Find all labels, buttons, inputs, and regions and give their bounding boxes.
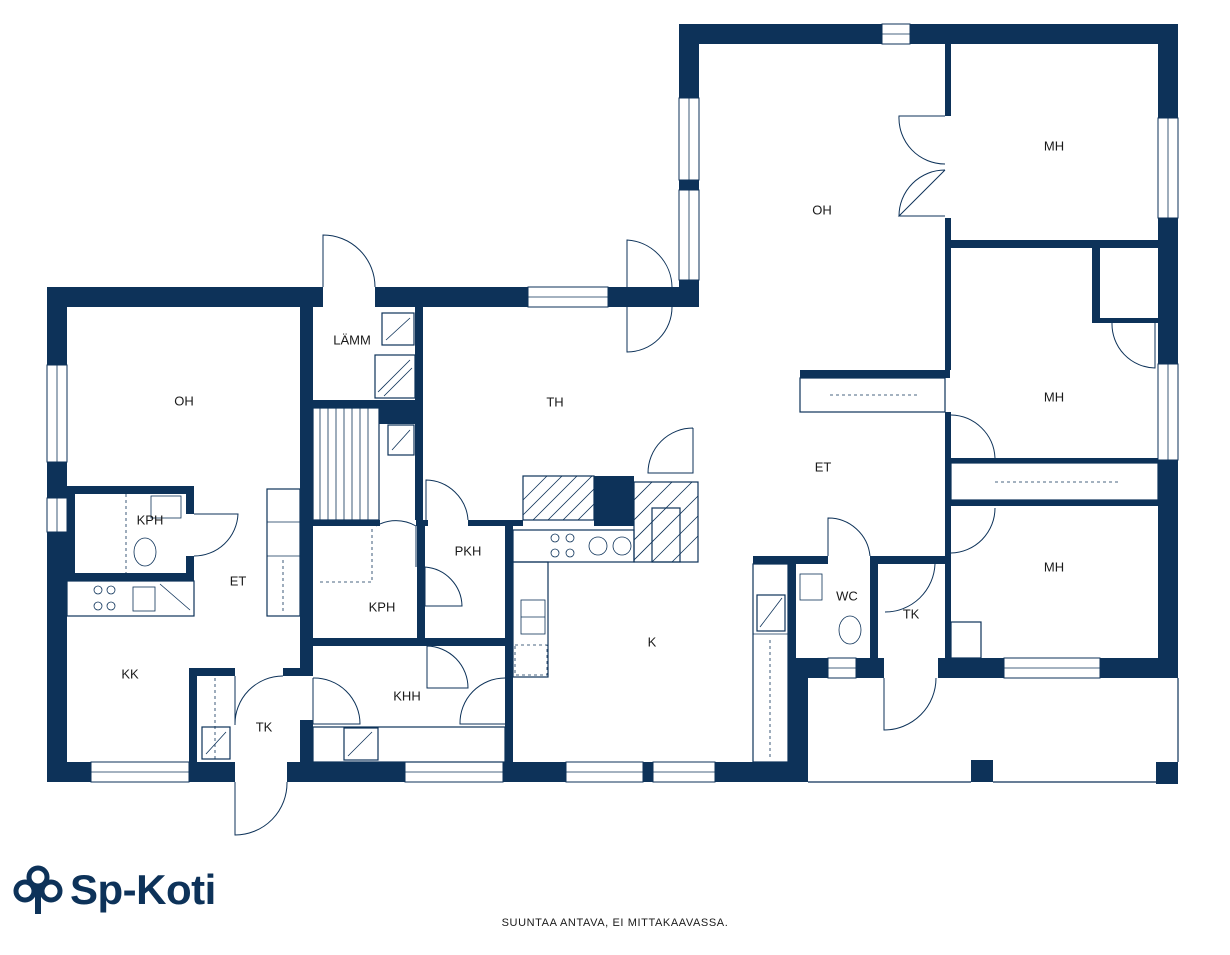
room-label-tk-right: TK bbox=[903, 606, 920, 621]
room-label-oh-left: OH bbox=[174, 393, 194, 408]
room-label-mh-top: MH bbox=[1044, 138, 1064, 153]
room-label-et-left: ET bbox=[230, 573, 247, 588]
windows bbox=[46, 23, 1179, 783]
outer-walls bbox=[47, 24, 1178, 784]
disclaimer-text: SUUNTAA ANTAVA, EI MITTAKAAVASSA. bbox=[501, 917, 729, 929]
room-label-khh: KHH bbox=[393, 688, 420, 703]
room-label-kph-left: KPH bbox=[137, 512, 164, 527]
interior-walls bbox=[67, 44, 1158, 782]
room-label-mh-mid: MH bbox=[1044, 389, 1064, 404]
brand-logo: Sp-Koti bbox=[12, 862, 216, 918]
room-label-kph-mid: KPH bbox=[369, 599, 396, 614]
room-label-oh-right: OH bbox=[812, 202, 832, 217]
room-label-tk-left: TK bbox=[256, 719, 273, 734]
room-labels: OH KPH ET KK TK LÄMM TH KPH PKH KHH K OH… bbox=[121, 138, 1064, 734]
room-label-et-right: ET bbox=[815, 459, 832, 474]
room-label-pkh: PKH bbox=[455, 543, 482, 558]
room-label-mh-bottom: MH bbox=[1044, 559, 1064, 574]
room-label-lamm: LÄMM bbox=[333, 332, 371, 347]
room-label-th: TH bbox=[546, 394, 563, 409]
doors bbox=[193, 115, 1156, 836]
room-label-k: K bbox=[648, 634, 657, 649]
fixtures bbox=[66, 312, 1179, 783]
room-label-wc: WC bbox=[836, 588, 858, 603]
tree-logo-icon bbox=[13, 865, 63, 914]
brand-name: Sp-Koti bbox=[70, 866, 216, 913]
room-label-kk: KK bbox=[121, 666, 139, 681]
